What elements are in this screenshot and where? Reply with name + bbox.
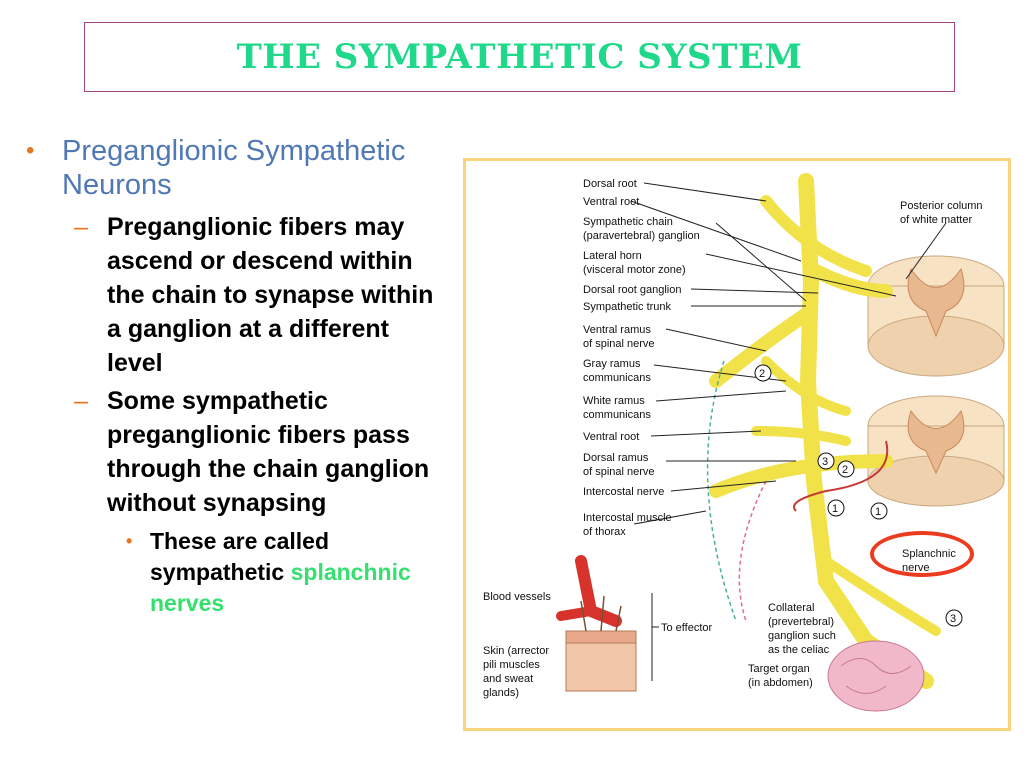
sub-bullet-2: – Some sympathetic preganglionic fibers …	[22, 384, 442, 520]
blood-vessel-illustration	[556, 555, 622, 627]
label-blood-vessels: Blood vessels	[483, 591, 551, 603]
marker-1b: 1	[875, 506, 881, 518]
label-skin-3: and sweat	[483, 673, 533, 685]
label-posterior-column: Posterior column	[900, 200, 983, 212]
slide-title: THE SYMPATHETIC SYSTEM	[236, 37, 803, 77]
label-gray-ramus: Gray ramus	[583, 358, 641, 370]
label-collateral-3: ganglion such	[768, 630, 836, 642]
leader-lines	[630, 182, 947, 525]
label-collateral-4: as the celiac	[768, 644, 830, 656]
label-ventral-root: Ventral root	[583, 196, 639, 208]
postganglionic-path-teal	[706, 360, 737, 622]
marker-3b: 3	[950, 613, 956, 625]
label-dorsal-ramus: Dorsal ramus	[583, 452, 649, 464]
label-lateral-horn: Lateral horn	[583, 250, 642, 262]
marker-2a: 2	[759, 368, 765, 380]
splanchnic-highlight: splanchnic nerves	[150, 559, 411, 616]
bullet-main: • Preganglionic Sympathetic Neurons	[22, 134, 442, 202]
label-drg: Dorsal root ganglion	[583, 284, 681, 296]
label-ventral-ramus-2: of spinal nerve	[583, 338, 655, 350]
label-target: Target organ	[748, 663, 810, 675]
label-ventral-root-2: Ventral root	[583, 431, 639, 443]
sub-bullet-2-text: Some sympathetic preganglionic fibers pa…	[107, 387, 430, 517]
splanchnic-highlight-circle	[870, 531, 974, 577]
sub-sub-bullet: • These are called sympathetic splanchni…	[22, 526, 442, 619]
dash-marker: –	[74, 213, 88, 241]
bullet-marker: •	[126, 531, 133, 551]
spinal-cord-upper	[867, 255, 1005, 377]
marker-1a: 1	[832, 503, 838, 515]
label-chain-ganglion-2: (paravertebral) ganglion	[583, 230, 700, 242]
sub-sub-bullet-text: These are called sympathetic	[150, 528, 329, 585]
bullet-content: • Preganglionic Sympathetic Neurons – Pr…	[22, 134, 442, 619]
spinal-cord-lower	[867, 395, 1005, 507]
label-chain-ganglion: Sympathetic chain	[583, 216, 673, 228]
label-posterior-column-2: of white matter	[900, 214, 972, 226]
anatomy-figure: 2 3 2 1 1 3 Dorsal root Ventral root Sym…	[463, 158, 1011, 731]
sub-bullet-1-text: Preganglionic fibers may ascend or desce…	[107, 213, 434, 377]
label-white-ramus-2: communicans	[583, 409, 651, 421]
bullet-main-text: Preganglionic Sympathetic Neurons	[62, 135, 406, 201]
label-lateral-horn-2: (visceral motor zone)	[583, 264, 686, 276]
marker-2b: 2	[842, 464, 848, 476]
label-intercostal-muscle-2: of thorax	[583, 526, 626, 538]
skin-illustration	[565, 595, 637, 692]
label-intercostal-nerve: Intercostal nerve	[583, 486, 664, 498]
nerve-diagram: 2 3 2 1 1 3 Dorsal root Ventral root Sym…	[483, 173, 1005, 712]
label-trunk: Sympathetic trunk	[583, 301, 672, 313]
label-target-2: (in abdomen)	[748, 677, 813, 689]
sub-bullet-1: – Preganglionic fibers may ascend or des…	[22, 210, 442, 380]
label-dorsal-root: Dorsal root	[583, 178, 637, 190]
dash-marker: –	[74, 387, 88, 415]
title-box: THE SYMPATHETIC SYSTEM	[84, 22, 955, 92]
preganglionic-path	[793, 440, 889, 512]
label-ventral-ramus: Ventral ramus	[583, 324, 651, 336]
label-skin-2: pili muscles	[483, 659, 540, 671]
label-to-effector: To effector	[661, 622, 712, 634]
label-dorsal-ramus-2: of spinal nerve	[583, 466, 655, 478]
label-skin: Skin (arrector	[483, 645, 549, 657]
bullet-marker: •	[26, 137, 35, 164]
label-gray-ramus-2: communicans	[583, 372, 651, 384]
label-intercostal-muscle: Intercostal muscle	[583, 512, 672, 524]
label-skin-4: glands)	[483, 687, 519, 699]
label-white-ramus: White ramus	[583, 395, 645, 407]
sympathetic-trunk	[709, 173, 941, 689]
postganglionic-path-pink	[738, 480, 767, 622]
target-organ-illustration	[827, 640, 925, 712]
marker-3a: 3	[822, 456, 828, 468]
label-collateral-2: (prevertebral)	[768, 616, 834, 628]
label-collateral: Collateral	[768, 602, 814, 614]
step-markers	[754, 364, 963, 627]
